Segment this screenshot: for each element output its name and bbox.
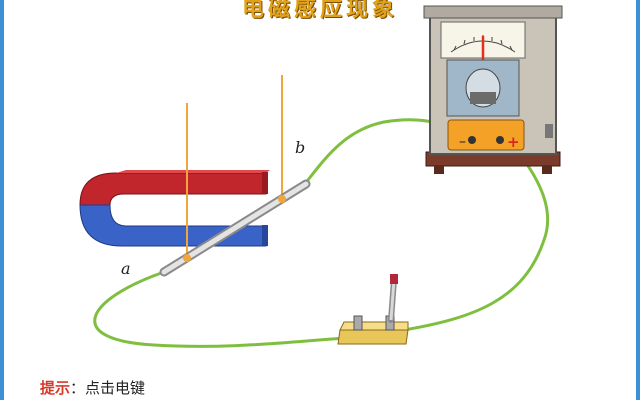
galvanometer: – + — [423, 5, 563, 174]
terminal-positive-sign: + — [507, 133, 520, 151]
terminal-negative[interactable] — [468, 136, 476, 144]
switch-base — [337, 329, 409, 345]
conductor-rod-ab[interactable] — [159, 179, 311, 277]
magnet-north-top — [116, 170, 270, 173]
galvanometer-terminal-panel — [447, 119, 525, 151]
hint-colon: ： — [70, 379, 86, 397]
rod-end-label-b: b — [295, 138, 306, 157]
hint-click-switch[interactable]: 点击电键 — [85, 379, 146, 397]
hint-bar: 提示：点击电键 — [40, 377, 145, 398]
switch-handle — [390, 274, 398, 284]
wire-a-to-switch — [93, 270, 350, 348]
wire-switch-to-meter — [403, 139, 550, 332]
terminal-negative-sign: – — [459, 134, 466, 150]
magnet-north-pole-face — [262, 172, 268, 194]
hint-label: 提示 — [40, 379, 71, 397]
page-title: 电磁感应现象 — [241, 0, 398, 22]
magnet-north-arm — [79, 172, 267, 206]
circuit-diagram: – + — [79, 5, 563, 348]
switch-left-post — [353, 315, 363, 331]
rod-end-label-a: a — [121, 259, 131, 278]
knife-switch[interactable] — [337, 274, 409, 345]
magnet-south-pole-face — [262, 225, 268, 246]
terminal-positive[interactable] — [496, 136, 504, 144]
horseshoe-magnet — [79, 170, 270, 247]
